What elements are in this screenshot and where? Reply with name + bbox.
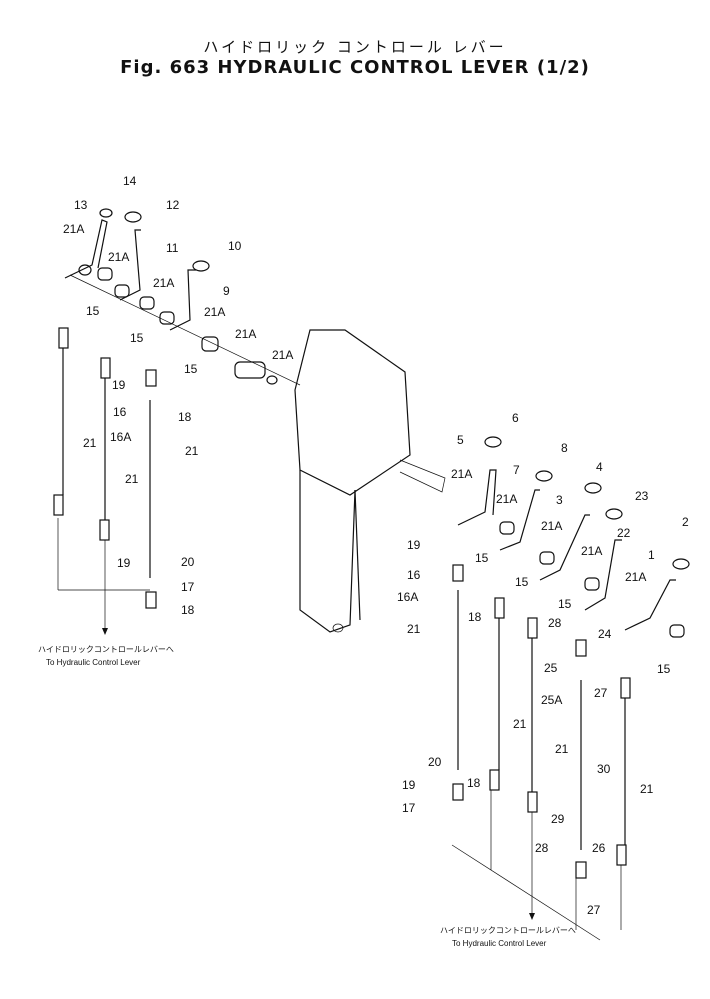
callout: 19 <box>407 538 421 552</box>
callout: 1 <box>648 548 655 562</box>
callout: 25A <box>541 693 562 707</box>
callout: 3 <box>556 493 563 507</box>
callout: 15 <box>475 551 489 565</box>
callout: 7 <box>513 463 520 477</box>
callout: 27 <box>587 903 601 917</box>
notes: ハイドロリックコントロールレバーへ To Hydraulic Control L… <box>38 645 576 948</box>
callout: 15 <box>184 362 198 376</box>
callout: 12 <box>166 198 180 212</box>
callout: 21A <box>108 250 129 264</box>
callout: 21A <box>625 570 646 584</box>
callout: 17 <box>181 580 195 594</box>
callout: 21A <box>541 519 562 533</box>
callout: 21A <box>581 544 602 558</box>
callout: 19 <box>117 556 131 570</box>
callout: 21 <box>640 782 654 796</box>
callout: 11 <box>166 241 179 255</box>
callout: 21A <box>204 305 225 319</box>
control-console <box>294 329 446 633</box>
callout: 26 <box>592 841 606 855</box>
callout: 17 <box>402 801 416 815</box>
callout: 22 <box>617 526 631 540</box>
callout: 19 <box>112 378 126 392</box>
callout: 15 <box>130 331 144 345</box>
left-rods <box>53 327 157 635</box>
callout: 21 <box>513 717 527 731</box>
callout: 6 <box>512 411 519 425</box>
note-left-en: To Hydraulic Control Lever <box>46 658 141 667</box>
callout: 16A <box>110 430 131 444</box>
callout: 28 <box>535 841 549 855</box>
note-right-jp: ハイドロリックコントロールレバーへ <box>440 926 576 935</box>
callout: 30 <box>597 762 611 776</box>
callout: 25 <box>544 661 558 675</box>
right-levers <box>457 436 690 638</box>
callout: 21A <box>451 467 472 481</box>
title-japanese: ハイドロリック コントロール レバー <box>203 38 507 56</box>
callout: 2 <box>682 515 689 529</box>
callout: 23 <box>635 489 649 503</box>
callouts-right: 6 5 8 7 21A 4 3 23 21A 2 22 19 15 1 21A … <box>397 411 689 917</box>
right-rods <box>451 564 631 941</box>
callout: 24 <box>598 627 612 641</box>
callout: 14 <box>123 174 137 188</box>
callout: 21 <box>83 436 97 450</box>
callout: 29 <box>551 812 565 826</box>
callout: 5 <box>457 433 464 447</box>
callout: 27 <box>594 686 608 700</box>
callout: 21A <box>63 222 84 236</box>
callout: 16 <box>407 568 421 582</box>
callouts-left: 14 13 12 21A 21A 11 10 21A 9 15 15 21A 2… <box>63 174 293 617</box>
left-levers <box>64 208 210 331</box>
callout: 18 <box>178 410 192 424</box>
callout: 8 <box>561 441 568 455</box>
callout: 20 <box>428 755 442 769</box>
callout: 9 <box>223 284 230 298</box>
callout: 18 <box>468 610 482 624</box>
title-english: Fig. 663 HYDRAULIC CONTROL LEVER (1/2) <box>120 57 590 78</box>
callout: 13 <box>74 198 88 212</box>
callout: 15 <box>86 304 100 318</box>
callout: 21 <box>185 444 199 458</box>
callout: 15 <box>558 597 572 611</box>
callout: 19 <box>402 778 416 792</box>
callout: 21A <box>496 492 517 506</box>
note-left-jp: ハイドロリックコントロールレバーへ <box>38 645 174 654</box>
callout: 15 <box>657 662 671 676</box>
callout: 15 <box>515 575 529 589</box>
callout: 21A <box>235 327 256 341</box>
callout: 18 <box>181 603 195 617</box>
callout: 28 <box>548 616 562 630</box>
note-right-en: To Hydraulic Control Lever <box>452 939 547 948</box>
left-lever-shaft <box>69 264 301 386</box>
callout: 18 <box>467 776 481 790</box>
callout: 16A <box>397 590 418 604</box>
callout: 10 <box>228 239 242 253</box>
callout: 21 <box>125 472 139 486</box>
callout: 21 <box>555 742 569 756</box>
callout: 20 <box>181 555 195 569</box>
callout: 4 <box>596 460 603 474</box>
callout: 21A <box>272 348 293 362</box>
callout: 16 <box>113 405 127 419</box>
callout: 21 <box>407 622 421 636</box>
callout: 21A <box>153 276 174 290</box>
